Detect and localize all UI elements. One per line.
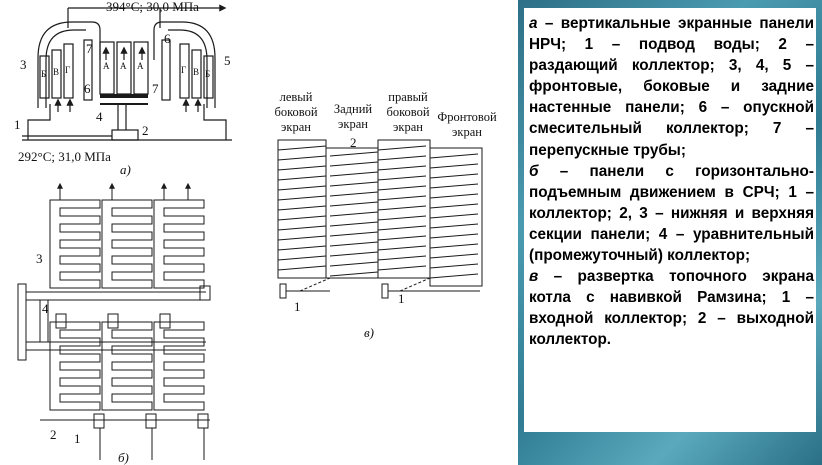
header-right-wall: правый боковой экран (386, 90, 430, 134)
fig-a-num-1: 1 (14, 117, 21, 132)
fig-a-letter-4: А (103, 61, 110, 71)
figure-v-drawing (277, 139, 483, 299)
figure-b-sublabel: б) (118, 450, 129, 465)
fig-b-num-2: 2 (50, 427, 57, 442)
header-front-wall: Фронтовой экран (437, 110, 497, 139)
fig-a-letter-1: Б (41, 69, 47, 79)
caption-a-letter: а (529, 15, 538, 32)
figure-v-sublabel: в) (364, 325, 374, 340)
figure-caption: а – вертикальные экранные панели НРЧ; 1 … (529, 13, 814, 351)
fig-a-letter-5: А (120, 61, 127, 71)
figure-a-drawing (22, 4, 232, 141)
fig-b-num-3: 3 (36, 251, 43, 266)
fig-b-num-4: 4 (42, 301, 49, 316)
caption-b-text: – панели с горизонтально-подъемным движе… (529, 162, 814, 265)
figure-b-drawing (17, 182, 211, 460)
fig-a-letter-8: В (193, 67, 200, 77)
fig-a-num-4: 4 (96, 109, 103, 124)
header-left-wall: левый боковой экран (274, 90, 318, 134)
fig-a-letter-9: Б (205, 69, 211, 79)
caption-v-letter: в (529, 268, 539, 286)
fig-a-num-6b: 6 (164, 31, 171, 46)
caption-v-text: – развертка топочного экрана котла с нав… (529, 268, 814, 349)
fig-a-num-7: 7 (86, 41, 93, 56)
fig-a-letter-6: А (137, 61, 144, 71)
caption-box (524, 8, 816, 432)
fig-v-num-1b: 1 (398, 291, 405, 306)
caption-a-text: – вертикальные экранные панели НРЧ; 1 – … (529, 15, 814, 159)
fig-a-letter-7: Г (181, 65, 187, 75)
inlet-label: 292°C; 31,0 МПа (18, 149, 111, 164)
fig-a-letter-2: В (53, 67, 60, 77)
caption-b-letter: б (529, 162, 539, 180)
fig-a-num-7b: 7 (152, 81, 159, 96)
fig-b-num-1: 1 (74, 431, 81, 446)
fig-a-num-2: 2 (142, 123, 149, 138)
fig-v-num-2: 2 (350, 135, 357, 150)
fig-a-num-6: 6 (84, 81, 91, 96)
header-back-wall: Задний экран (333, 102, 373, 131)
fig-a-num-3: 3 (20, 57, 27, 72)
outlet-label: 394°C; 30,0 МПа (106, 0, 199, 14)
figure-a-sublabel: а) (120, 162, 131, 177)
fig-a-letter-3: Г (65, 65, 71, 75)
fig-v-num-1a: 1 (294, 299, 301, 314)
fig-a-num-5: 5 (224, 53, 231, 68)
